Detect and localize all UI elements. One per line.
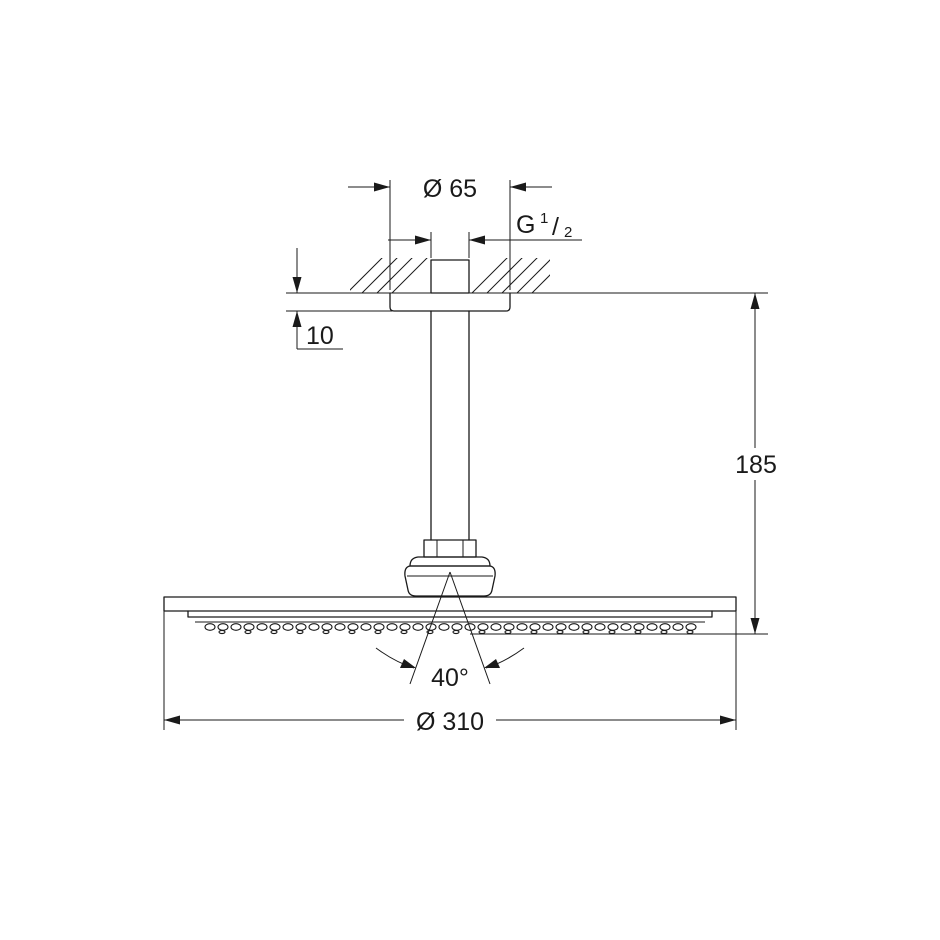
thread-fraction-den: 2 — [564, 224, 572, 241]
ceiling-hatching — [350, 258, 550, 293]
spray-nozzle — [685, 623, 697, 631]
dim-head-diameter: Ø 310 — [163, 598, 737, 736]
spray-nozzle — [217, 623, 229, 631]
shower-head-plate — [163, 596, 737, 623]
spray-nozzle-tip — [374, 629, 382, 635]
thread-fraction-slash: / — [552, 213, 559, 241]
spray-nozzle-tip — [218, 629, 226, 635]
spray-nozzle — [295, 623, 307, 631]
dim-total-height: 185 — [470, 293, 777, 635]
spray-nozzle — [386, 623, 398, 631]
spray-nozzle — [503, 623, 515, 631]
spray-nozzle — [568, 623, 580, 631]
spray-nozzle-tip — [270, 629, 278, 635]
spray-nozzle — [256, 623, 268, 631]
spray-nozzle — [282, 623, 294, 631]
spray-nozzle — [399, 623, 411, 631]
spray-nozzle — [594, 623, 606, 631]
thread-fraction-num: 1 — [540, 210, 548, 227]
svg-text:G: G — [516, 211, 535, 239]
spray-nozzle — [230, 623, 242, 631]
spray-nozzle — [659, 623, 671, 631]
spray-nozzle-tip — [478, 629, 486, 635]
spray-nozzle — [581, 623, 593, 631]
spray-nozzle — [542, 623, 554, 631]
dim-thread: G 1 / 2 — [388, 210, 582, 258]
spray-nozzle-tip — [452, 629, 460, 635]
flange-thickness-label: 10 — [306, 322, 334, 350]
dim-flange-thickness: 10 — [286, 248, 392, 350]
spray-nozzle — [438, 623, 450, 631]
spray-nozzle — [269, 623, 281, 631]
spray-nozzle — [607, 623, 619, 631]
spray-nozzle — [204, 623, 216, 631]
spray-nozzle-tip — [686, 629, 694, 635]
joint-nut — [409, 539, 491, 567]
spray-nozzle-tip — [582, 629, 590, 635]
spray-nozzle — [490, 623, 502, 631]
thread-label: G — [516, 211, 535, 239]
spray-nozzle — [672, 623, 684, 631]
dim-flange-diameter: Ø 65 — [348, 175, 552, 290]
spray-nozzle — [373, 623, 385, 631]
dim-spray-angle: 40° — [375, 571, 525, 692]
spray-nozzle — [412, 623, 424, 631]
spray-nozzle — [308, 623, 320, 631]
spray-nozzle-tip — [504, 629, 512, 635]
thread-connector — [430, 259, 470, 294]
spray-nozzle — [477, 623, 489, 631]
spray-nozzle-tip — [608, 629, 616, 635]
spray-nozzle-tip — [400, 629, 408, 635]
spray-nozzle — [555, 623, 567, 631]
spray-nozzle-tip — [556, 629, 564, 635]
wall-flange — [389, 292, 511, 312]
spray-nozzle-tip — [348, 629, 356, 635]
flange-diameter-label: Ø 65 — [423, 175, 477, 203]
spray-nozzle — [347, 623, 359, 631]
spray-nozzle — [321, 623, 333, 631]
spray-nozzle-tip — [530, 629, 538, 635]
spray-nozzle — [451, 623, 463, 631]
spray-nozzle — [243, 623, 255, 631]
spray-angle-label: 40° — [431, 664, 469, 692]
spray-nozzle — [334, 623, 346, 631]
spray-nozzle-tip — [244, 629, 252, 635]
head-diameter-label: Ø 310 — [416, 708, 484, 736]
spray-nozzle-tip — [296, 629, 304, 635]
spray-nozzle-tip — [634, 629, 642, 635]
spray-nozzles — [204, 623, 697, 635]
spray-nozzle — [620, 623, 632, 631]
head-connector — [404, 565, 496, 597]
spray-nozzle — [516, 623, 528, 631]
spray-nozzle — [529, 623, 541, 631]
spray-nozzle-tip — [322, 629, 330, 635]
spray-nozzle — [360, 623, 372, 631]
spray-nozzle — [633, 623, 645, 631]
spray-nozzle — [646, 623, 658, 631]
total-height-label: 185 — [735, 451, 777, 479]
shower-arm — [430, 310, 470, 541]
spray-nozzle-tip — [660, 629, 668, 635]
